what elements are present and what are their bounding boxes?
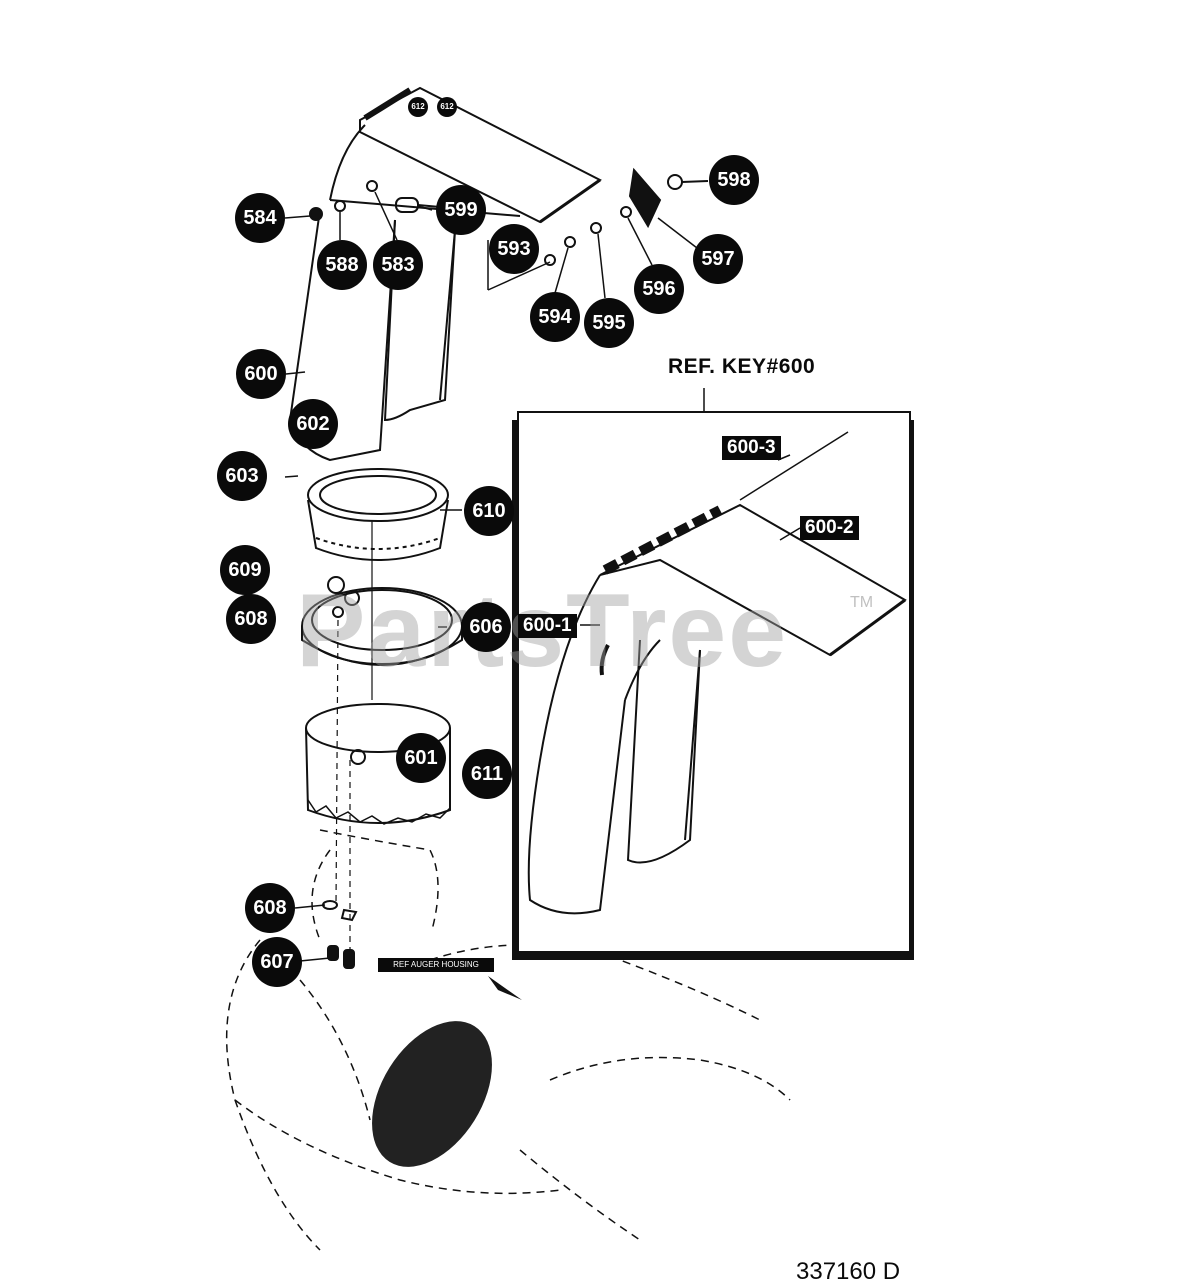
ring-611 <box>305 703 451 825</box>
callout-583[interactable]: 583 <box>373 240 423 290</box>
callout-602[interactable]: 602 <box>288 399 338 449</box>
ref-pointer <box>488 976 522 1000</box>
inset-heading: REF. KEY#600 <box>668 355 816 378</box>
alignment-lines <box>335 520 373 955</box>
callout-594[interactable]: 594 <box>530 292 580 342</box>
callout-598[interactable]: 598 <box>709 155 759 205</box>
document-number: 337160 D <box>796 1258 901 1285</box>
callout-584[interactable]: 584 <box>235 193 285 243</box>
tag-600-3[interactable]: 600-3 <box>722 436 781 460</box>
inset-frame <box>512 388 914 960</box>
callout-595[interactable]: 595 <box>584 298 634 348</box>
auger-opening <box>372 1021 492 1167</box>
leader-lines <box>284 191 698 962</box>
callout-612-a[interactable]: 612 <box>408 97 428 117</box>
callout-610[interactable]: 610 <box>464 486 514 536</box>
callout-597[interactable]: 597 <box>693 234 743 284</box>
callout-612-b[interactable]: 612 <box>437 97 457 117</box>
callout-609[interactable]: 609 <box>220 545 270 595</box>
tag-600-1[interactable]: 600-1 <box>518 614 577 638</box>
ring-610 <box>307 468 449 561</box>
callout-588[interactable]: 588 <box>317 240 367 290</box>
callout-608-upper[interactable]: 608 <box>226 594 276 644</box>
lower-hardware <box>322 900 358 969</box>
callout-601[interactable]: 601 <box>396 733 446 783</box>
callout-608-lower[interactable]: 608 <box>245 883 295 933</box>
ref-auger-housing-label: REF AUGER HOUSING <box>378 958 494 972</box>
auger-housing-outline <box>225 829 791 1251</box>
callout-611[interactable]: 611 <box>462 749 512 799</box>
callout-596[interactable]: 596 <box>634 264 684 314</box>
callout-607[interactable]: 607 <box>252 937 302 987</box>
tag-600-2[interactable]: 600-2 <box>800 516 859 540</box>
deflector-hardware <box>309 167 709 266</box>
callout-600[interactable]: 600 <box>236 349 286 399</box>
callout-606[interactable]: 606 <box>461 602 511 652</box>
callout-599[interactable]: 599 <box>436 185 486 235</box>
callout-593[interactable]: 593 <box>489 224 539 274</box>
watermark-tm: TM <box>850 594 874 611</box>
callout-603[interactable]: 603 <box>217 451 267 501</box>
